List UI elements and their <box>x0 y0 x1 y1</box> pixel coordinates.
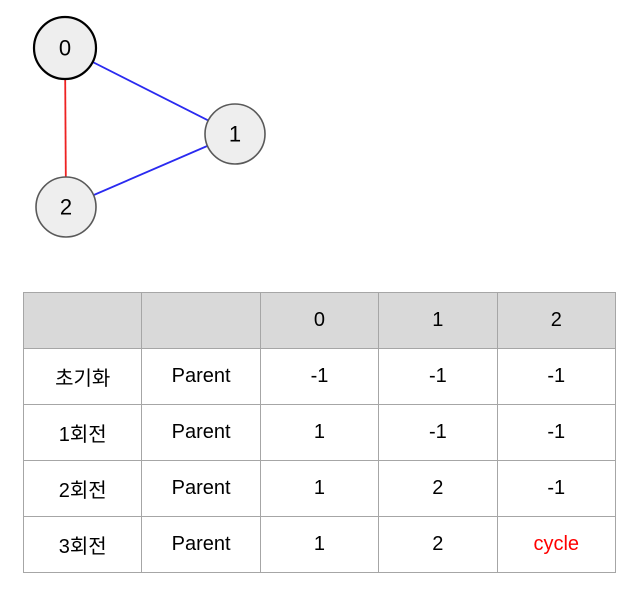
table-cell-0-0: -1 <box>259 348 380 405</box>
table-cell-1-2: -1 <box>496 404 617 461</box>
row-key: Parent <box>141 404 261 461</box>
row-label: 3회전 <box>22 516 143 573</box>
table-col-header-1 <box>141 292 261 349</box>
table-cell-0-1: -1 <box>378 348 498 405</box>
graph-node-label-1: 1 <box>229 122 241 147</box>
table-cell-2-2: -1 <box>496 460 617 517</box>
table-cell-3-1: 2 <box>378 516 498 573</box>
graph-node-2 <box>35 176 97 238</box>
row-label: 1회전 <box>22 404 143 461</box>
table-cell-3-2: cycle <box>496 516 617 573</box>
table-cell-2-0: 1 <box>259 460 380 517</box>
table-col-header-2: 0 <box>259 292 380 349</box>
table-col-header-3: 1 <box>378 292 498 349</box>
graph-node-0 <box>32 15 98 81</box>
table-cell-3-0: 1 <box>259 516 380 573</box>
row-key: Parent <box>141 516 261 573</box>
table-cell-1-0: 1 <box>259 404 380 461</box>
graph-nodes-layer: 0 1 2 <box>32 15 266 238</box>
row-label: 초기화 <box>22 348 143 405</box>
row-label: 2회전 <box>22 460 143 517</box>
graph-node-1 <box>204 103 266 165</box>
table-cell-1-1: -1 <box>378 404 498 461</box>
graph-diagram: 0 1 2 <box>32 15 266 238</box>
table-cell-2-1: 2 <box>378 460 498 517</box>
table-col-header-0 <box>22 292 143 349</box>
table-col-header-4: 2 <box>496 292 617 349</box>
row-key: Parent <box>141 348 261 405</box>
row-key: Parent <box>141 460 261 517</box>
table-cell-0-2: -1 <box>496 348 617 405</box>
graph-node-label-0: 0 <box>59 36 71 61</box>
graph-node-label-2: 2 <box>60 195 72 220</box>
